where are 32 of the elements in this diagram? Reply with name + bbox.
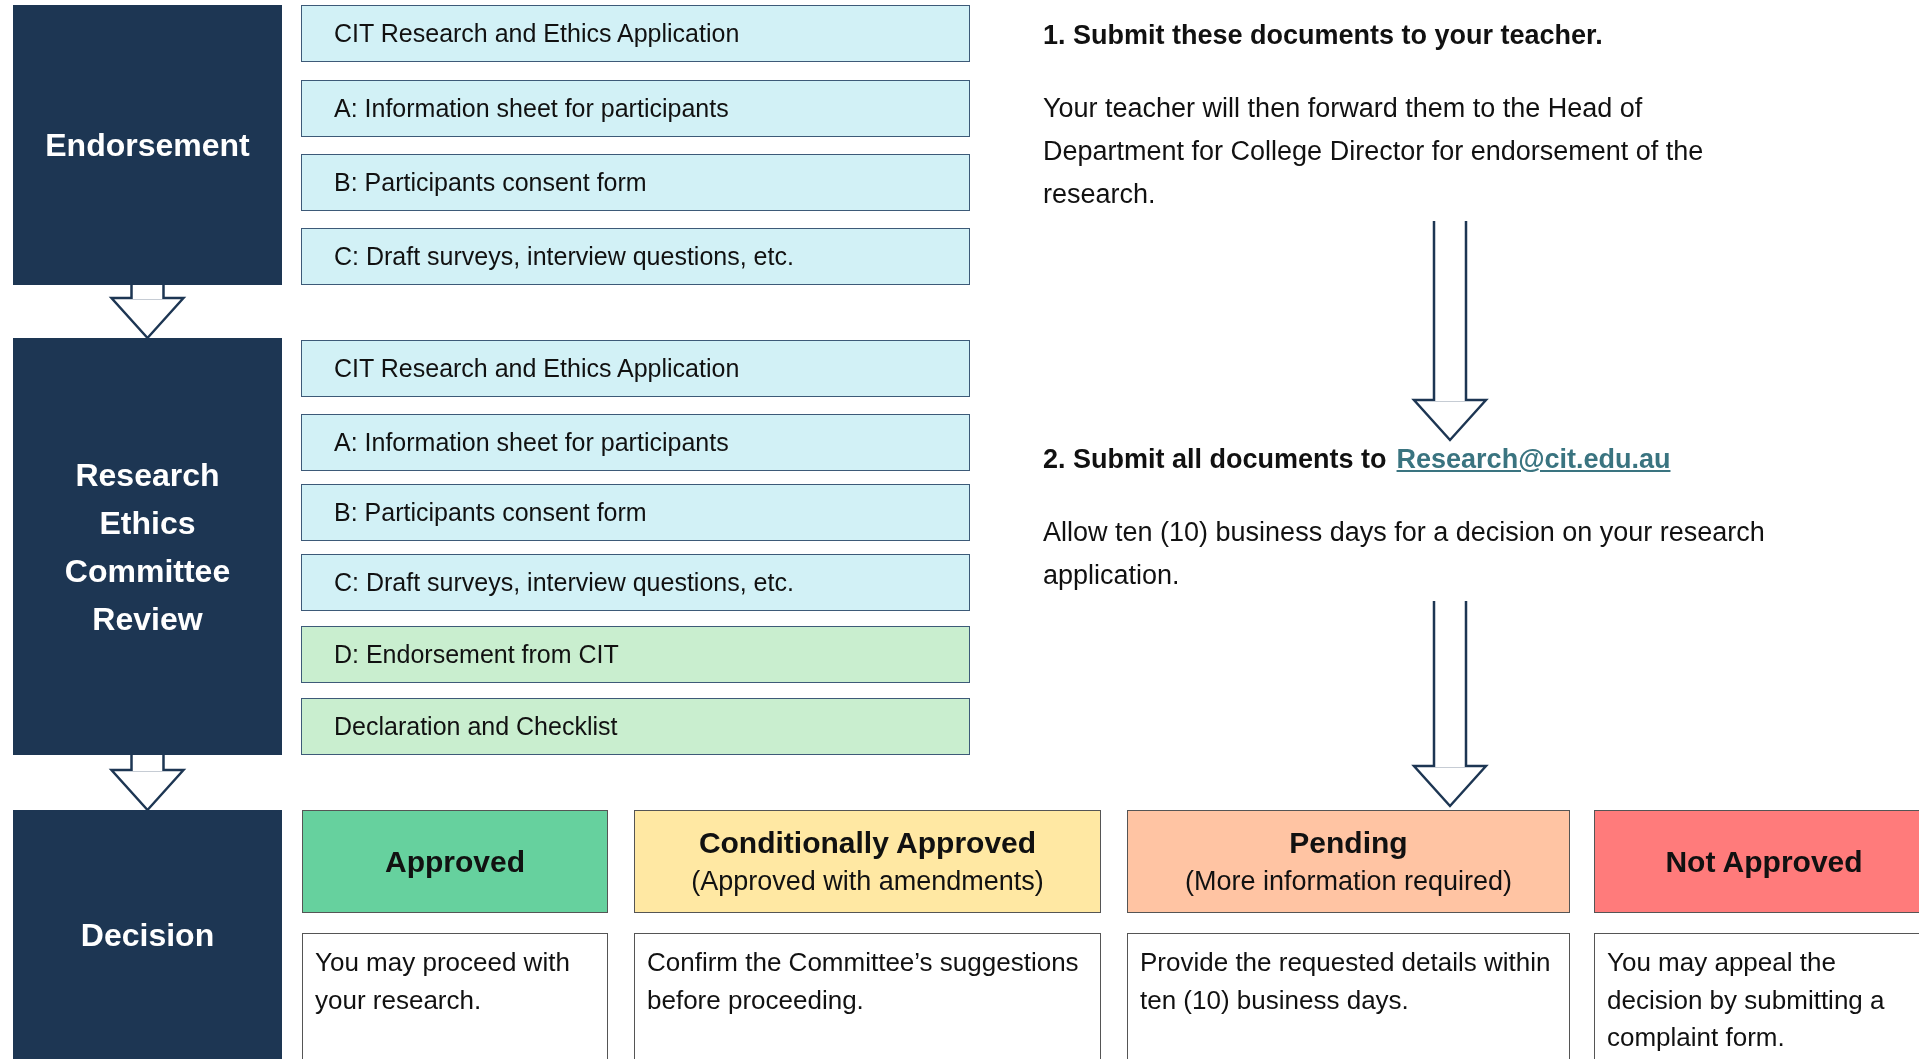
decision-subtitle: (Approved with amendments) bbox=[691, 866, 1044, 897]
step-text: Allow ten (10) business days for a decision on your research application. bbox=[1043, 516, 1766, 593]
decision-header bbox=[1127, 810, 1570, 913]
document-box: C: Draft surveys, interview questions, etc. bbox=[301, 228, 970, 285]
decision-title: Pending bbox=[1289, 826, 1408, 860]
decision-box: You may proceed with your research. bbox=[302, 933, 608, 1059]
document-box: B: Participants consent form bbox=[301, 154, 970, 211]
stage-band: Endorsement bbox=[13, 5, 282, 285]
decision-title: Not Approved bbox=[1665, 844, 1863, 879]
decision-title: Conditionally Approved bbox=[698, 826, 1037, 860]
decision-header bbox=[1594, 810, 1919, 913]
decision-header bbox=[634, 810, 1101, 913]
decision-box: Provide the requested details within ten (10) business days. bbox=[1127, 933, 1570, 1059]
document-box: B: Participants consent form bbox=[301, 484, 970, 541]
document-box: CIT Research and Ethics Application bbox=[301, 5, 970, 62]
decision-subtitle: (More information required) bbox=[1184, 866, 1513, 897]
decision-header bbox=[302, 810, 608, 913]
document-box: A: Information sheet for participants bbox=[301, 80, 970, 137]
decision-box: Confirm the Committee’s suggestions before proceeding. bbox=[634, 933, 1101, 1059]
email-link: Research@cit.edu.au bbox=[1396, 444, 1671, 475]
document-box: D: Endorsement from CIT bbox=[301, 626, 970, 683]
document-box: A: Information sheet for participants bbox=[301, 414, 970, 471]
stage-band: Decision bbox=[13, 810, 282, 1059]
document-box: Declaration and Checklist bbox=[301, 698, 970, 755]
step-text: Your teacher will then forward them to the Head of Department for College Director for endorsement of the research. bbox=[1043, 92, 1705, 212]
stage-band: Research Ethics Committee Review bbox=[13, 338, 282, 755]
step-heading: 2. Submit all documents to bbox=[1043, 444, 1387, 475]
decision-box: You may appeal the decision by submitting a complaint form. bbox=[1594, 933, 1919, 1059]
document-box: CIT Research and Ethics Application bbox=[301, 340, 970, 397]
decision-title: Approved bbox=[385, 844, 525, 879]
document-box: C: Draft surveys, interview questions, etc. bbox=[301, 554, 970, 611]
step-heading: 1. Submit these documents to your teacher. bbox=[1043, 20, 1604, 51]
